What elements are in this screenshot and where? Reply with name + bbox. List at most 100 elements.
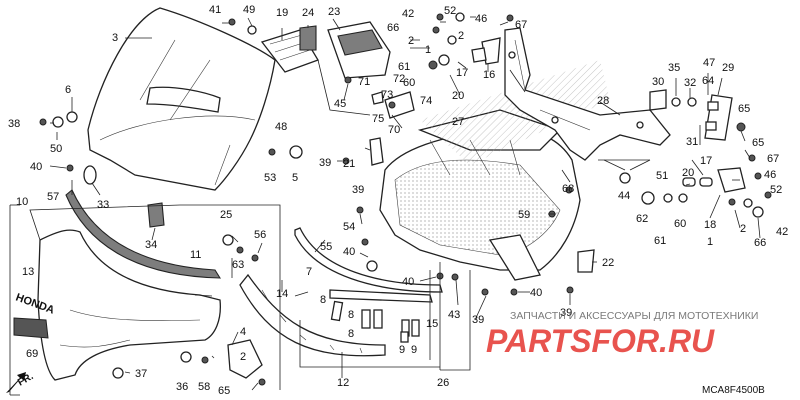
callout-73: 73	[381, 89, 393, 101]
callout-72: 72	[393, 73, 405, 85]
callout-5: 5	[292, 172, 298, 184]
callout-1b: 1	[707, 236, 713, 248]
callout-11: 11	[190, 249, 201, 261]
callout-65b: 65	[738, 103, 750, 115]
callout-28: 28	[597, 95, 609, 107]
callout-69: 69	[26, 348, 38, 360]
callout-40c: 40	[402, 276, 414, 288]
callout-71: 71	[358, 76, 370, 88]
callout-8: 8	[320, 294, 326, 306]
callout-50: 50	[50, 143, 62, 155]
callout-61: 61	[398, 61, 410, 73]
watermark-caption: ЗАПЧАСТИ И АКСЕССУАРЫ ДЛЯ МОТОТЕХНИКИ	[510, 310, 758, 322]
callout-18: 18	[704, 219, 716, 231]
callout-33: 33	[97, 199, 109, 211]
callout-42: 42	[402, 8, 414, 20]
callout-52: 52	[444, 5, 456, 17]
callout-57: 57	[47, 191, 59, 203]
callout-52b: 52	[770, 184, 782, 196]
callout-15: 15	[426, 318, 438, 330]
diagram-code: MCA8F4500B	[702, 385, 765, 396]
callout-47: 47	[703, 57, 715, 69]
callout-55: 55	[320, 241, 332, 253]
cover-22	[577, 249, 595, 273]
callout-32: 32	[684, 77, 696, 89]
callout-35: 35	[668, 62, 680, 74]
honda-emblem	[13, 317, 49, 339]
callout-40b: 40	[343, 246, 355, 258]
callout-17: 17	[456, 67, 468, 79]
callout-64: 64	[702, 75, 714, 87]
callout-8b: 8	[348, 309, 354, 321]
callout-46b: 46	[764, 169, 776, 181]
callout-49: 49	[243, 4, 255, 16]
callout-14: 14	[276, 288, 288, 300]
bracket-34	[147, 202, 165, 228]
callout-34: 34	[145, 239, 157, 251]
callout-22: 22	[602, 257, 614, 269]
callout-44: 44	[618, 190, 630, 202]
callout-20: 20	[452, 90, 464, 102]
meter-stay	[504, 27, 671, 161]
callout-1: 1	[425, 44, 431, 56]
bracket-70	[384, 91, 415, 119]
callout-19: 19	[276, 7, 288, 19]
upper-cover	[327, 21, 391, 79]
callout-68: 68	[562, 183, 574, 195]
windscreen	[87, 7, 276, 191]
callout-21: 21	[343, 158, 355, 170]
callout-48: 48	[275, 121, 287, 133]
callout-23: 23	[328, 6, 340, 18]
callout-40: 40	[30, 161, 42, 173]
callout-2b: 2	[408, 35, 414, 47]
callout-36: 36	[176, 381, 188, 393]
callout-37: 37	[135, 368, 147, 380]
callout-62: 62	[636, 213, 648, 225]
strip-7	[294, 227, 443, 293]
callout-2d: 2	[740, 223, 746, 235]
callout-70: 70	[388, 124, 400, 136]
callout-6: 6	[65, 84, 71, 96]
callout-63: 63	[232, 259, 244, 271]
callout-59: 59	[518, 209, 530, 221]
callout-7: 7	[306, 266, 312, 278]
callout-51: 51	[656, 170, 668, 182]
callout-46: 46	[475, 13, 487, 25]
callout-40d: 40	[530, 287, 542, 299]
callout-17b: 17	[700, 155, 712, 167]
leader-lines	[29, 16, 761, 391]
callout-45: 45	[334, 98, 346, 110]
callout-24: 24	[302, 7, 314, 19]
callout-9: 9	[399, 344, 405, 356]
callout-54: 54	[343, 221, 355, 233]
callout-2c: 2	[458, 30, 464, 42]
callout-3: 3	[112, 32, 118, 44]
callout-41: 41	[209, 4, 221, 16]
front-direction-arrow	[6, 372, 26, 393]
callout-27: 27	[452, 116, 464, 128]
callout-58: 58	[198, 381, 210, 393]
grommet-33	[83, 165, 97, 185]
callout-42b: 42	[776, 226, 788, 238]
callout-9b: 9	[411, 344, 417, 356]
callout-43: 43	[448, 309, 460, 321]
callout-60b: 60	[674, 218, 686, 230]
callout-60: 60	[403, 77, 415, 89]
watermark-logo-mid: FOR	[592, 323, 660, 359]
callout-26: 26	[437, 377, 449, 389]
callout-39c: 39	[472, 314, 484, 326]
callout-39d: 39	[560, 307, 572, 319]
fasteners	[39, 12, 772, 386]
clip-21	[369, 137, 384, 166]
callout-53: 53	[264, 172, 276, 184]
callout-75: 75	[372, 113, 384, 125]
part-24	[299, 25, 317, 51]
callout-12: 12	[337, 377, 349, 389]
callout-29: 29	[722, 62, 734, 74]
callout-65: 65	[218, 385, 230, 397]
part-4	[227, 339, 263, 379]
callout-67b: 67	[767, 153, 779, 165]
trim-strip	[239, 273, 386, 357]
